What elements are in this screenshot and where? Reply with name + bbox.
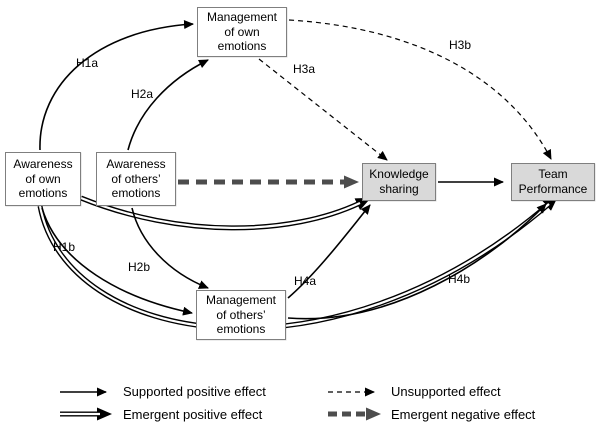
legend-label-emergent-negative: Emergent negative effect bbox=[391, 406, 536, 422]
node-management-others-emotions: Management of others’ emotions bbox=[196, 290, 286, 340]
path-label-h4b: H4b bbox=[448, 272, 471, 286]
emergent-positive-arrow-sample-icon bbox=[60, 407, 112, 421]
arrow-h1a bbox=[39, 20, 194, 151]
node-knowledge-sharing: Knowledge sharing bbox=[362, 163, 436, 201]
path-label-h3b: H3b bbox=[449, 38, 472, 52]
path-label-h1b: H1b bbox=[53, 240, 76, 254]
node-label: Management of others’ emotions bbox=[205, 293, 277, 337]
arrow-h2b bbox=[131, 207, 209, 289]
arrow-emergent-positive-to-knowledge-sharing-inner bbox=[80, 196, 361, 229]
path-label-h1a: H1a bbox=[76, 56, 99, 70]
emergent-negative-arrow-sample-icon bbox=[328, 407, 381, 421]
legend-label-unsupported: Unsupported effect bbox=[391, 384, 501, 399]
path-label-h2a: H2a bbox=[131, 87, 154, 101]
node-awareness-own-emotions: Awareness of own emotions bbox=[5, 152, 81, 206]
legend-item-unsupported: Unsupported effect bbox=[326, 384, 501, 399]
legend-row-1: Supported positive effect Unsupported ef… bbox=[58, 384, 588, 399]
legend-row-2: Emergent positive effect Emergent negati… bbox=[58, 406, 588, 422]
node-awareness-others-emotions: Awareness of others’ emotions bbox=[96, 152, 176, 206]
node-label: Awareness of own emotions bbox=[13, 157, 73, 201]
node-label: Team Performance bbox=[518, 167, 588, 196]
legend-item-supported: Supported positive effect bbox=[58, 384, 326, 399]
node-label: Management of own emotions bbox=[206, 10, 278, 54]
arrow-h1b bbox=[41, 207, 193, 316]
arrow-h4b bbox=[287, 203, 547, 320]
arrow-h4a bbox=[287, 204, 371, 299]
node-label: Knowledge sharing bbox=[369, 167, 429, 196]
arrow-h2a bbox=[127, 59, 209, 151]
legend: Supported positive effect Unsupported ef… bbox=[58, 384, 588, 422]
node-team-performance: Team Performance bbox=[511, 163, 595, 201]
path-label-h2b: H2b bbox=[128, 260, 151, 274]
node-management-own-emotions: Management of own emotions bbox=[197, 7, 287, 57]
node-label: Awareness of others’ emotions bbox=[106, 157, 166, 201]
arrow-h3a bbox=[258, 58, 388, 161]
legend-item-emergent-negative: Emergent negative effect bbox=[326, 406, 535, 422]
supported-arrow-sample-icon bbox=[60, 387, 107, 396]
legend-item-emergent-positive: Emergent positive effect bbox=[58, 406, 326, 422]
path-label-h4a: H4a bbox=[294, 274, 317, 288]
arrow-h3b bbox=[288, 19, 552, 160]
legend-label-supported: Supported positive effect bbox=[123, 384, 266, 399]
legend-label-emergent-positive: Emergent positive effect bbox=[123, 406, 263, 422]
path-label-h3a: H3a bbox=[293, 62, 316, 76]
unsupported-arrow-sample-icon bbox=[328, 387, 375, 396]
